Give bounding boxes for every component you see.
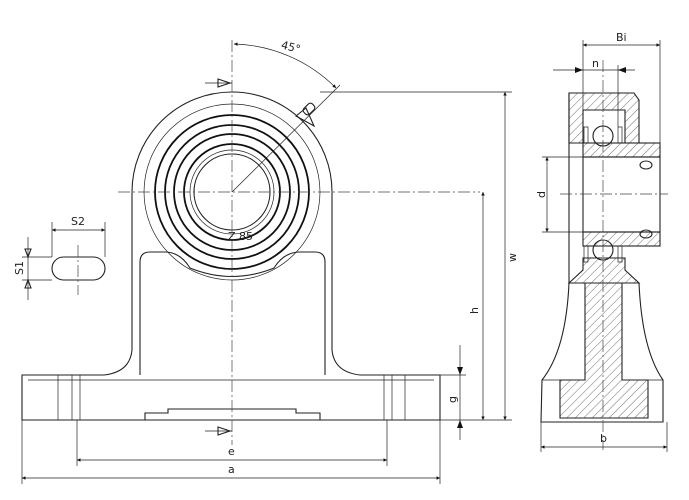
side-dimensions: Bi n d b <box>535 31 668 452</box>
dim-s2: S2 <box>71 215 85 228</box>
housing-outline <box>21 91 441 421</box>
dim-h: h <box>468 307 481 314</box>
housing-marking: Z 85 <box>228 230 253 243</box>
grease-nipple <box>295 102 316 128</box>
dim-d: d <box>535 191 548 198</box>
front-dimensions: w h g e a <box>21 92 519 484</box>
front-view: Z 85 45° <box>21 38 512 445</box>
dim-a: a <box>228 463 235 476</box>
dim-b: b <box>600 432 607 445</box>
side-section-view <box>540 60 668 450</box>
dim-w: w <box>506 253 519 262</box>
dim-e: e <box>228 445 235 458</box>
dim-s1: S1 <box>13 261 26 275</box>
slot-detail: S2 S1 <box>13 215 106 300</box>
angle-label: 45° <box>280 38 302 56</box>
dim-g: g <box>446 396 459 403</box>
dim-n: n <box>592 57 599 70</box>
dim-bi: Bi <box>616 31 627 44</box>
